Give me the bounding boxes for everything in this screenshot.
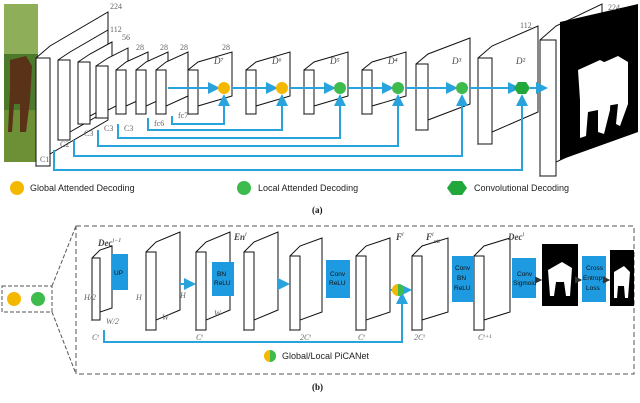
loss-label: Loss [586,285,600,292]
local-node-icon [31,292,45,306]
conv-sigmoid-box [512,258,536,298]
loss-label: Entropy [583,275,606,282]
legend-global: Global Attended Decoding [30,183,135,193]
encoder-label: C3 [124,124,133,133]
up-box [112,254,128,290]
bn-relu-label: BN [217,271,226,278]
picanet-label: Global/Local PiCANet [282,351,370,361]
dim-h: H [135,293,143,302]
header-dec: Deci [507,232,525,242]
panel-a-label: (a) [312,205,323,215]
header-dec-prev: Deci−1 [97,238,121,248]
legend-conv: Convolutional Decoding [474,183,569,193]
panel-b-dims: H/2 W/2 Cⁱ H W H W Cⁱ 2Cⁱ Cⁱ 2Cⁱ Cⁱ⁺¹ [83,291,492,342]
picanet-icons-box [1,285,53,313]
dim-label: 56 [122,33,130,42]
encoder-label: C3 [104,124,113,133]
encoder-label: fc7 [178,111,188,120]
conv-bn-relu-label: Conv [455,265,471,272]
local-legend-icon [237,181,251,195]
dim-label: 28 [222,43,230,52]
conv-sigmoid-label: Conv [517,271,533,278]
decoder-label: D⁷ [213,56,224,66]
decoder-label: D⁵ [329,56,340,66]
loss-box [582,256,606,302]
legend: Global Attended Decoding Local Attended … [10,181,569,195]
up-label: UP [114,270,123,277]
bn-relu-label: ReLU [214,280,231,287]
header-f: Fi [395,232,404,242]
global-attention-node [276,82,288,94]
conv-bn-relu-label: ReLU [454,285,471,292]
picanet-node [392,284,404,296]
encoder-label: C1 [40,155,49,164]
dim-w2: W/2 [106,317,119,326]
conv-bn-relu-label: BN [457,275,466,282]
skip-connections [53,94,528,171]
input-image [4,4,38,162]
picanet-legend: Global/Local PiCANet [264,350,370,362]
dim-label: 112 [110,25,122,34]
encoder-blocks [35,11,189,168]
dim-ci: Cⁱ [358,333,365,342]
conv-legend-icon [447,181,467,195]
decoding-nodes [218,82,530,94]
header-f-att: Fiatt [425,232,440,245]
conv-bn-relu-box [452,256,474,302]
decoder-label: D² [515,56,525,66]
dim-label: 224 [608,3,620,12]
conv-decoding-node [514,82,530,94]
encoder-label: fc6 [154,119,164,128]
decoder-label: D⁴ [387,56,398,66]
dim-ci: Cⁱ [92,333,99,342]
loss-label: Cross [586,265,604,272]
dim-label: 224 [110,2,122,11]
dim-label: 28 [180,43,188,52]
bn-relu-box [212,262,234,296]
encoder-label: C3 [84,129,93,138]
legend-local: Local Attended Decoding [258,183,358,193]
local-attention-node [456,82,468,94]
dim-ci1: Cⁱ⁺¹ [478,333,492,342]
conv-sigmoid-label: Sigmoid [513,280,537,287]
dim-label: 112 [520,21,532,30]
panel-b: UP BN ReLU Conv ReLU Conv BN ReLU Conv S… [1,225,635,392]
decoder-label: D³ [451,56,461,66]
dim-w: W [162,313,170,322]
decoder-labels: D⁷ D⁶ D⁵ D⁴ D³ D² [213,56,525,66]
dim-label: 28 [136,43,144,52]
dim-2ci: 2Cⁱ [414,333,425,342]
header-en: Eni [233,232,247,242]
local-attention-node [334,82,346,94]
conv-relu-box [326,260,350,298]
dim-h2: H/2 [83,293,96,302]
dim-w: W [214,309,222,318]
panel-b-blocks [91,231,511,332]
dim-h: H [179,291,187,300]
dim-2ci: 2Cⁱ [300,333,311,342]
local-attention-node [392,82,404,94]
panel-b-headers: Deci−1 Eni Fi Fiatt Deci [97,232,525,248]
dim-label: 28 [160,43,168,52]
dim-ci: Cⁱ [196,333,203,342]
decoder-label: D⁶ [271,56,282,66]
global-legend-icon [10,181,24,195]
panel-b-label: (b) [312,382,323,392]
panel-b-maps [542,244,634,306]
global-node-icon [7,292,21,306]
processing-boxes: UP BN ReLU Conv ReLU Conv BN ReLU Conv S… [112,254,606,302]
dim-labels-top: 224 112 56 28 28 28 28 112 224 [110,2,620,52]
output-saliency-map [560,4,638,160]
encoder-labels: C1 C2 C3 C3 C3 fc6 fc7 [40,111,188,164]
encoder-label: C2 [60,140,69,149]
conv-relu-label: ReLU [329,280,346,287]
panel-a: 224 112 56 28 28 28 28 112 224 D⁷ D⁶ D⁵ … [4,2,638,215]
conv-relu-label: Conv [330,271,346,278]
global-attention-node [218,82,230,94]
